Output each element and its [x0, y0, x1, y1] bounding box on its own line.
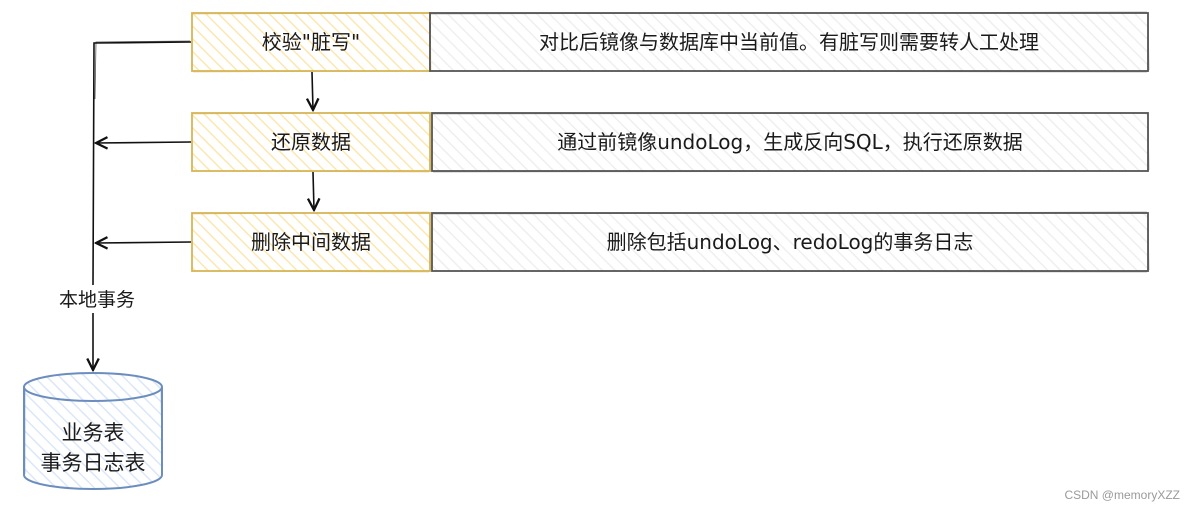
database-cylinder: 业务表 事务日志表 [23, 372, 163, 490]
step-1-description-box: 对比后镜像与数据库中当前值。有脏写则需要转人工处理 [429, 11, 1150, 73]
connector-step-1 [92, 41, 192, 286]
database-line-2: 事务日志表 [41, 451, 146, 475]
step-2-description-box: 通过前镜像undoLog，生成反向SQL，执行还原数据 [431, 112, 1150, 173]
watermark: CSDN @memoryXZZ [1064, 488, 1180, 502]
step-3-description: 删除包括undoLog、redoLog的事务日志 [607, 230, 974, 254]
step-3-label: 删除中间数据 [251, 230, 371, 254]
step-1-description: 对比后镜像与数据库中当前值。有脏写则需要转人工处理 [539, 30, 1039, 54]
step-2-label: 还原数据 [271, 130, 351, 154]
arrow-step-2-to-3 [313, 171, 314, 210]
arrow-step-1-to-2 [312, 71, 313, 110]
step-1-label: 校验"脏写" [262, 30, 360, 54]
connector-step-1-sketch [94, 40, 191, 100]
arrow-step-2-to-trunk [96, 142, 192, 143]
step-2-box: 还原数据 [191, 111, 432, 173]
step-3-description-box: 删除包括undoLog、redoLog的事务日志 [431, 211, 1150, 273]
step-1-box: 校验"脏写" [191, 12, 432, 73]
step-3-box: 删除中间数据 [191, 211, 432, 273]
local-transaction-label: 本地事务 [59, 289, 135, 311]
step-2-description: 通过前镜像undoLog，生成反向SQL，执行还原数据 [557, 130, 1023, 154]
arrow-step-3-to-trunk [96, 242, 192, 243]
database-line-1: 业务表 [62, 421, 125, 445]
